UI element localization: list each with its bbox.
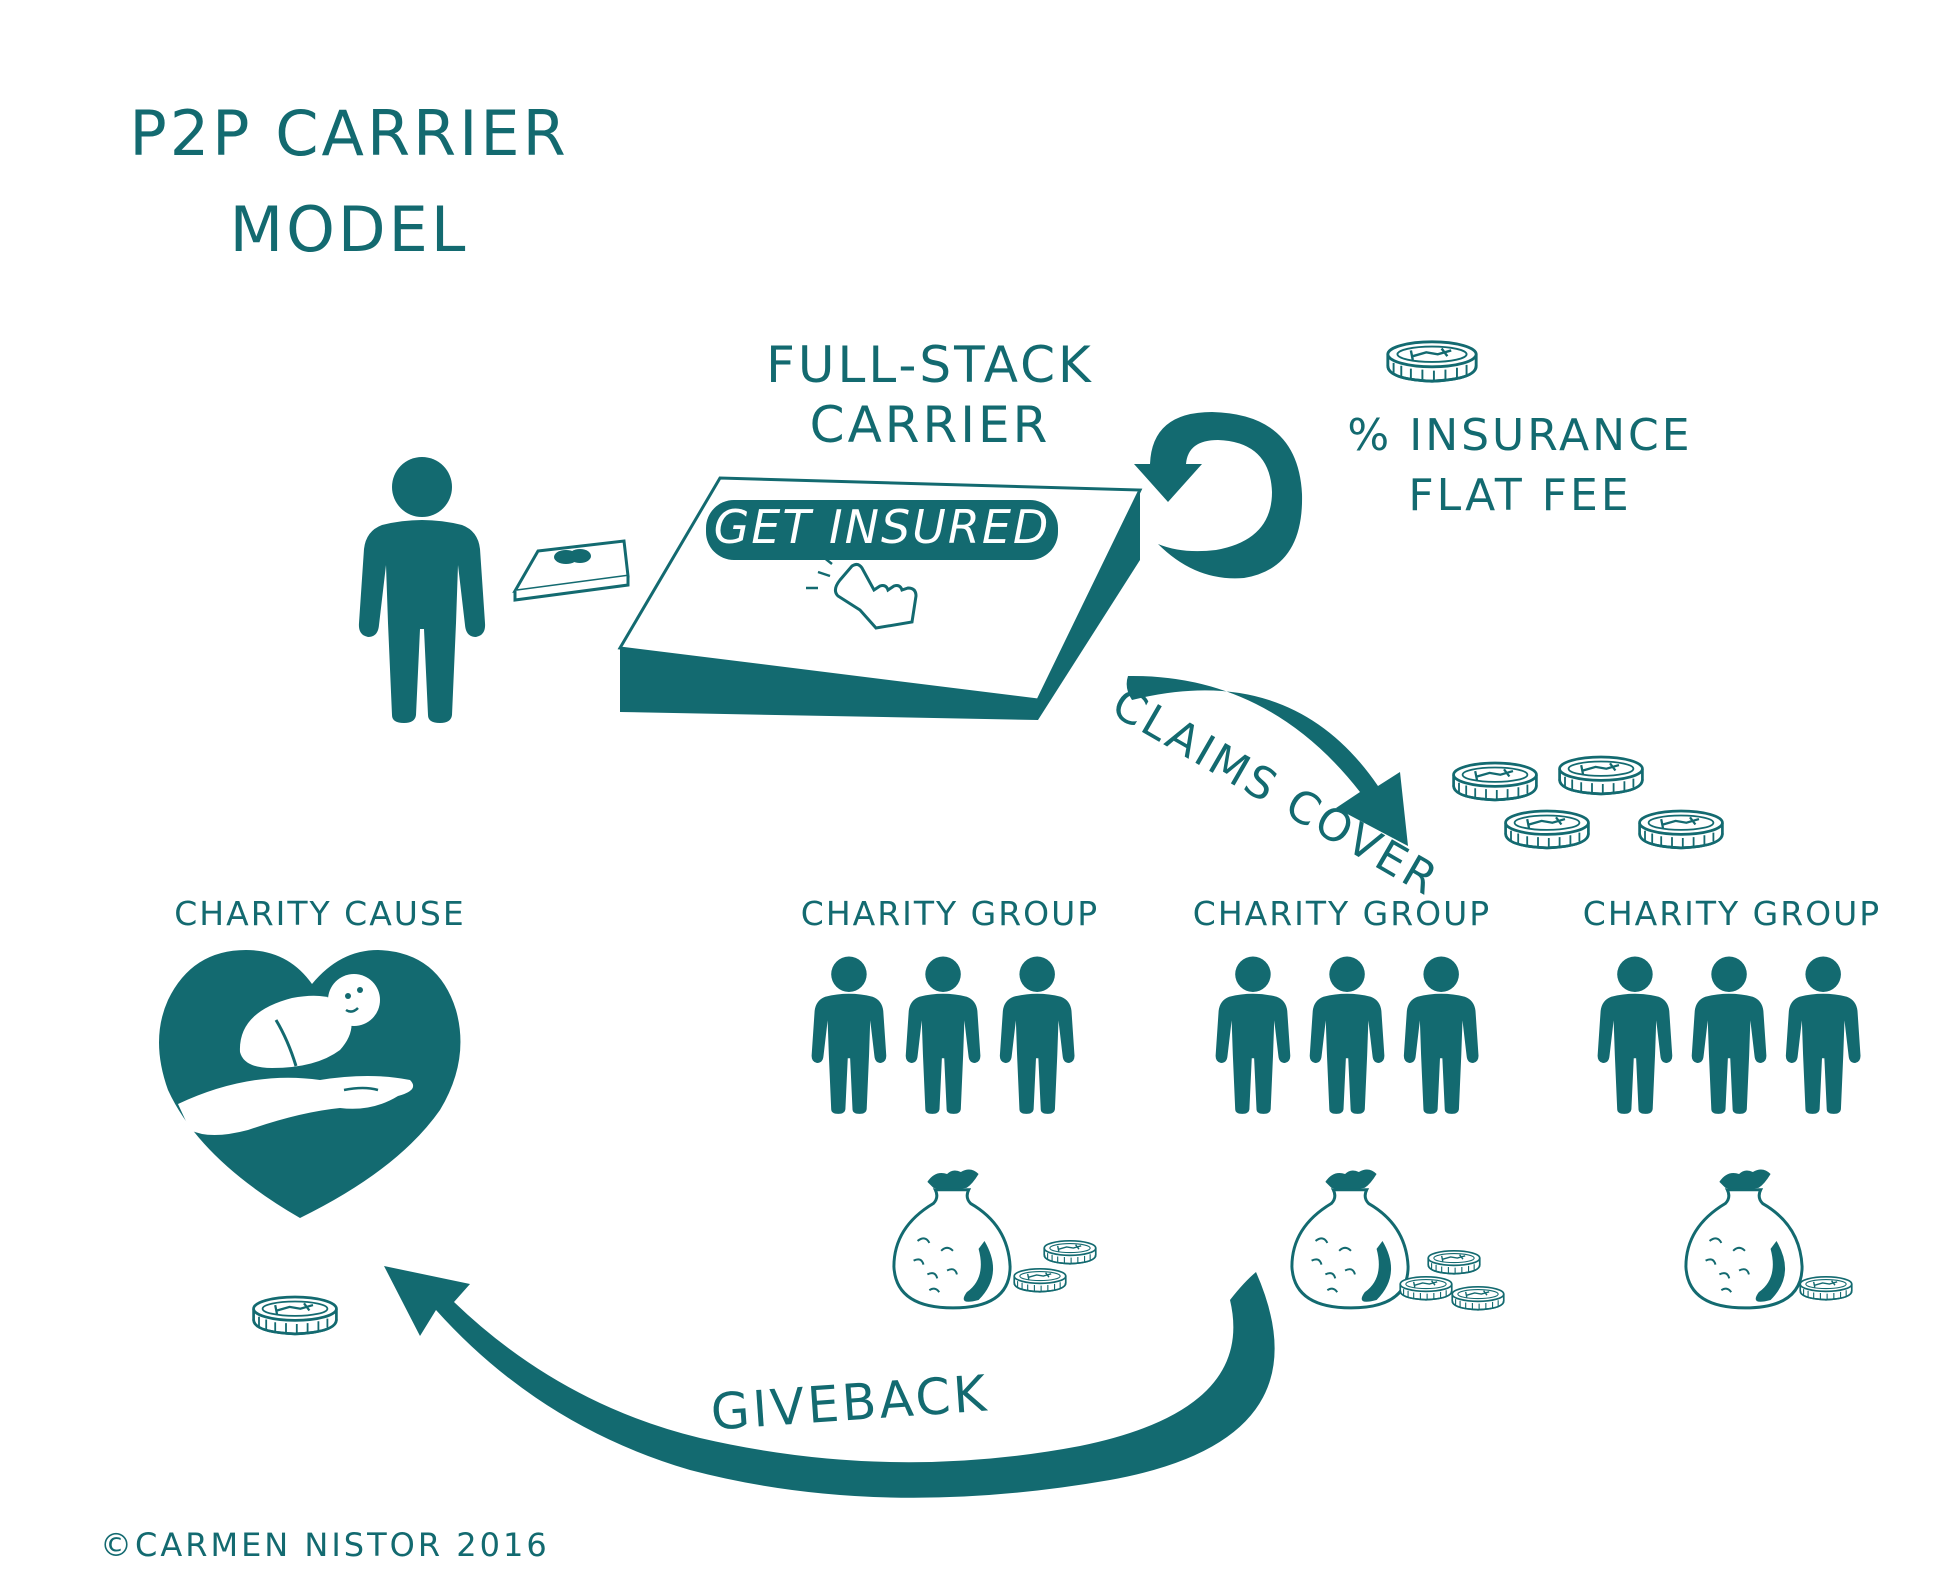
fee-label-line-2: FLAT FEE xyxy=(1408,470,1632,521)
carrier-label-line-2: CARRIER xyxy=(809,396,1051,454)
claims-coin-icon xyxy=(1452,761,1538,802)
charity-group-people-2 xyxy=(1216,957,1479,1114)
claims-coin-icon xyxy=(1558,755,1644,796)
carrier-label-line-1: FULL-STACK xyxy=(766,336,1094,394)
fee-label-line-1: % INSURANCE xyxy=(1347,410,1693,461)
bag-coin-icon xyxy=(1799,1275,1853,1301)
fee-coin-icon xyxy=(1386,340,1478,383)
credit-card-icon xyxy=(512,539,630,602)
bag-coin-icon xyxy=(1043,1239,1097,1265)
cause-coin-icon xyxy=(252,1295,338,1336)
pointer-hand-icon xyxy=(806,545,918,630)
title-line-2: MODEL xyxy=(229,193,469,266)
bag-coin-icon xyxy=(1451,1285,1505,1311)
charity-group-label-1: CHARITY GROUP xyxy=(800,894,1100,933)
get-insured-button: GET INSURED xyxy=(713,500,1051,554)
bag-coin-icon xyxy=(1013,1267,1067,1293)
bag-coin-icon xyxy=(1427,1249,1481,1275)
title-line-1: P2P CARRIER xyxy=(129,97,569,170)
customer-person-icon xyxy=(358,457,486,723)
money-bag-icon xyxy=(1290,1168,1410,1310)
heart-icon xyxy=(159,950,461,1218)
return-arrow-icon xyxy=(1134,412,1303,579)
charity-cause-label: CHARITY CAUSE xyxy=(174,894,466,933)
charity-group-label-3: CHARITY GROUP xyxy=(1582,894,1882,933)
carrier-box xyxy=(617,476,1143,720)
charity-group-people-3 xyxy=(1598,957,1861,1114)
charity-group-label-2: CHARITY GROUP xyxy=(1192,894,1492,933)
hand-icon xyxy=(178,1076,414,1135)
charity-group-people-1 xyxy=(812,957,1075,1114)
claims-coin-icon xyxy=(1638,809,1724,850)
claims-coin-icon xyxy=(1504,809,1590,850)
money-bag-icon xyxy=(1684,1168,1804,1310)
claims-arrow-icon xyxy=(1126,675,1408,846)
bag-coin-icon xyxy=(1399,1275,1453,1301)
baby-icon xyxy=(239,974,380,1068)
copyright-credit: ©CARMEN NISTOR 2016 xyxy=(100,1526,550,1564)
money-bag-icon xyxy=(892,1168,1012,1310)
